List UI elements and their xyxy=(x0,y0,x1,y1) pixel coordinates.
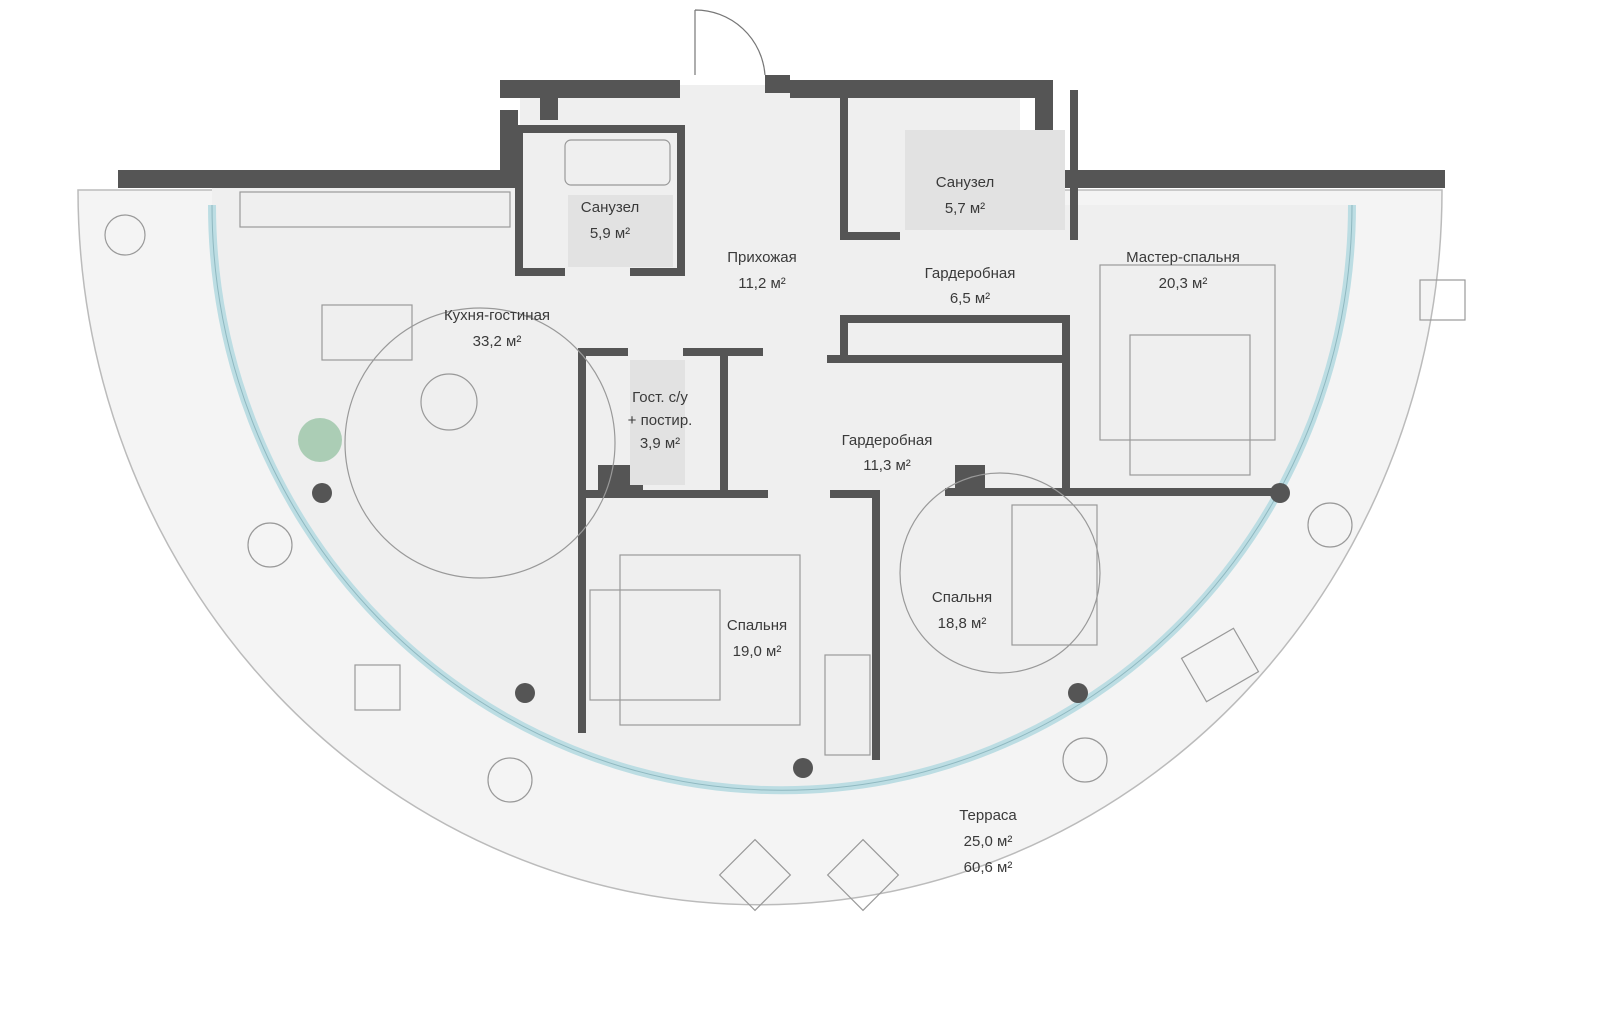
room-name: Санузел xyxy=(581,199,639,216)
room-area: 11,2 м² xyxy=(738,275,786,292)
room-name: Гардеробная xyxy=(925,265,1016,282)
room-area: 33,2 м² xyxy=(473,333,522,350)
room-name: Спальня xyxy=(932,589,992,606)
room-kitchen-living: Кухня-гостиная 33,2 м² xyxy=(444,307,550,350)
room-area: 18,8 м² xyxy=(938,615,987,632)
room-area: 3,9 м² xyxy=(640,435,680,452)
room-name: Терраса xyxy=(959,807,1017,824)
plants xyxy=(104,214,1353,803)
room-area: 19,0 м² xyxy=(733,643,782,660)
room-area: 20,3 м² xyxy=(1159,275,1208,292)
room-name-2: + постир. xyxy=(628,412,693,429)
room-bathroom-1: Санузел 5,9 м² xyxy=(581,199,639,242)
room-wardrobe-small: Гардеробная 6,5 м² xyxy=(925,265,1016,307)
room-terrace: Терраса 25,0 м² 60,6 м² xyxy=(959,807,1017,876)
interior-floor xyxy=(212,85,1352,791)
room-bedroom-1: Спальня 19,0 м² xyxy=(727,617,787,660)
room-name: Прихожая xyxy=(727,249,797,266)
room-area: 25,0 м² xyxy=(964,833,1013,850)
room-area: 6,5 м² xyxy=(950,290,990,307)
room-area: 11,3 м² xyxy=(863,457,911,474)
room-name: Кухня-гостиная xyxy=(444,307,550,324)
room-guest-wc: Гост. с/у + постир. 3,9 м² xyxy=(628,389,693,452)
furniture xyxy=(239,139,1466,912)
room-name: Спальня xyxy=(727,617,787,634)
room-area-total: 60,6 м² xyxy=(964,859,1013,876)
room-name: Санузел xyxy=(936,174,994,191)
room-name: Гардеробная xyxy=(842,432,933,449)
entry-door[interactable] xyxy=(694,9,766,76)
room-area: 5,7 м² xyxy=(945,200,985,217)
room-name: Мастер-спальня xyxy=(1126,249,1240,266)
room-name: Гост. с/у xyxy=(632,389,688,406)
inner-walls xyxy=(515,90,1282,760)
room-wardrobe-large: Гардеробная 11,3 м² xyxy=(842,432,933,474)
columns xyxy=(312,483,1290,778)
room-bedroom-2: Спальня 18,8 м² xyxy=(932,589,992,632)
room-hallway: Прихожая 11,2 м² xyxy=(727,249,797,292)
room-area: 5,9 м² xyxy=(590,225,630,242)
room-master-bedroom: Мастер-спальня 20,3 м² xyxy=(1126,249,1240,292)
room-bathroom-2: Санузел 5,7 м² xyxy=(936,174,994,217)
